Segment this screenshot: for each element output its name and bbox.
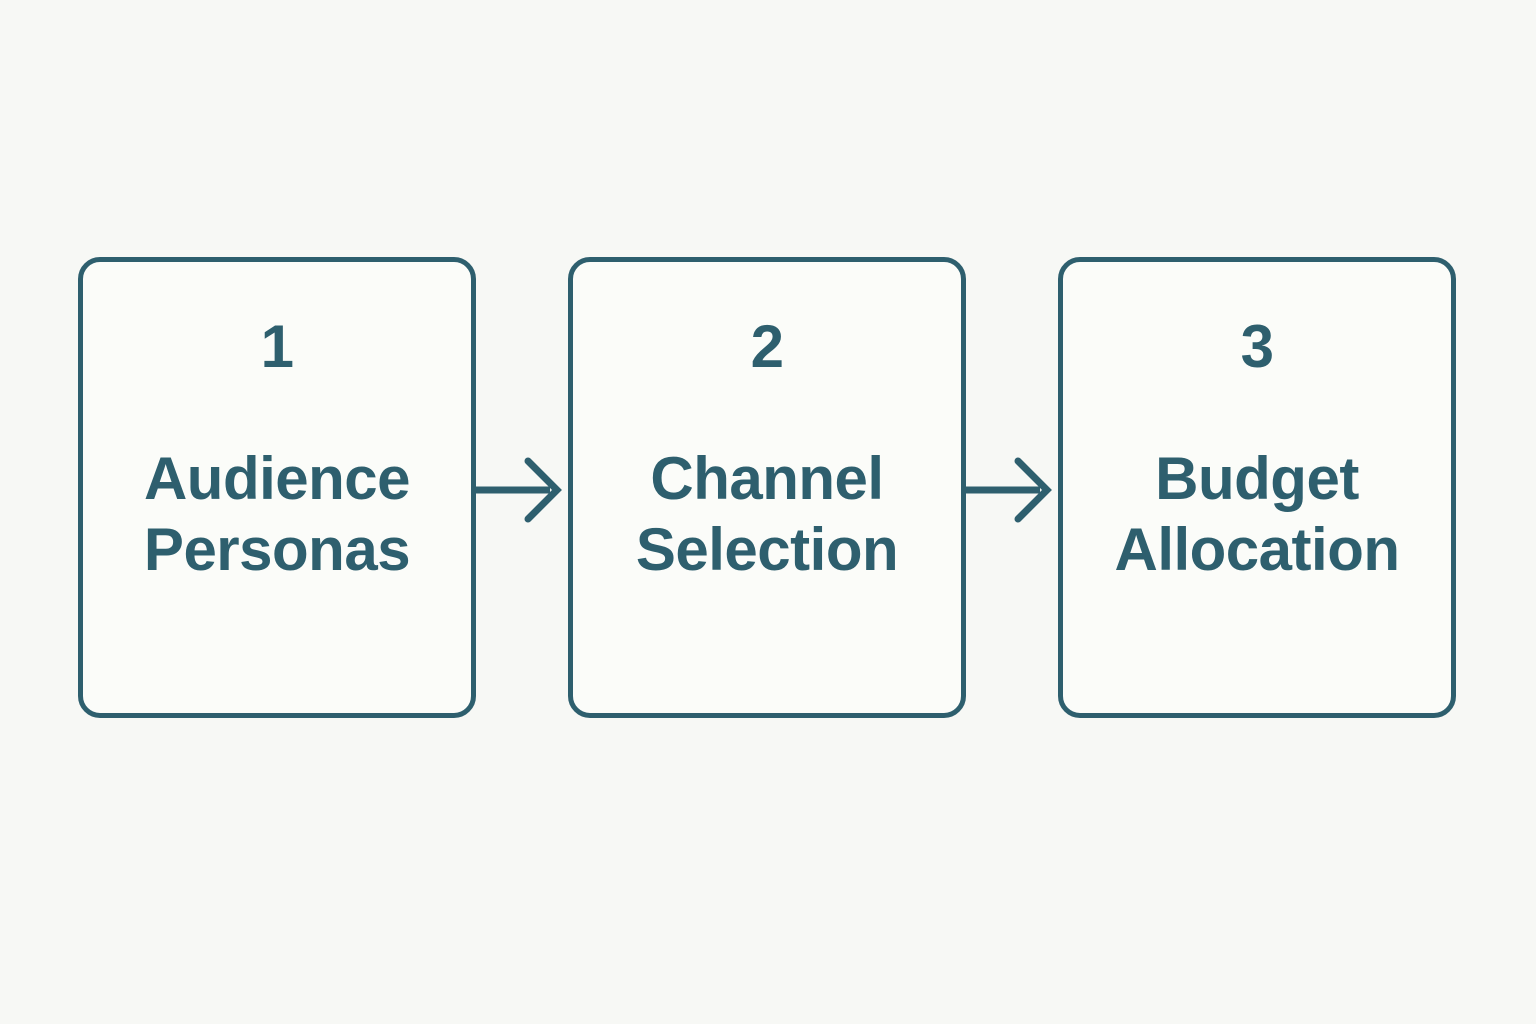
step-title: Budget Allocation bbox=[1063, 443, 1451, 585]
flow-steps-row: 1 Audience Personas 2 Channel Selection bbox=[78, 257, 1456, 718]
step-number: 2 bbox=[750, 313, 784, 380]
step-title-line: Personas bbox=[143, 516, 411, 583]
step-title-line: Allocation bbox=[1114, 516, 1400, 583]
step-box-audience-personas: 1 Audience Personas bbox=[78, 257, 476, 718]
step-number: 1 bbox=[260, 313, 294, 380]
step-title-line: Budget bbox=[1155, 445, 1359, 512]
step-number: 3 bbox=[1240, 313, 1274, 380]
arrow-right-icon bbox=[966, 430, 1058, 550]
step-title: Channel Selection bbox=[573, 443, 961, 585]
step-title: Audience Personas bbox=[83, 443, 471, 585]
step-box-budget-allocation: 3 Budget Allocation bbox=[1058, 257, 1456, 718]
arrow-right-icon bbox=[476, 430, 568, 550]
step-title-line: Selection bbox=[635, 516, 899, 583]
step-box-channel-selection: 2 Channel Selection bbox=[568, 257, 966, 718]
step-title-line: Channel bbox=[650, 445, 884, 512]
step-title-line: Audience bbox=[143, 445, 411, 512]
